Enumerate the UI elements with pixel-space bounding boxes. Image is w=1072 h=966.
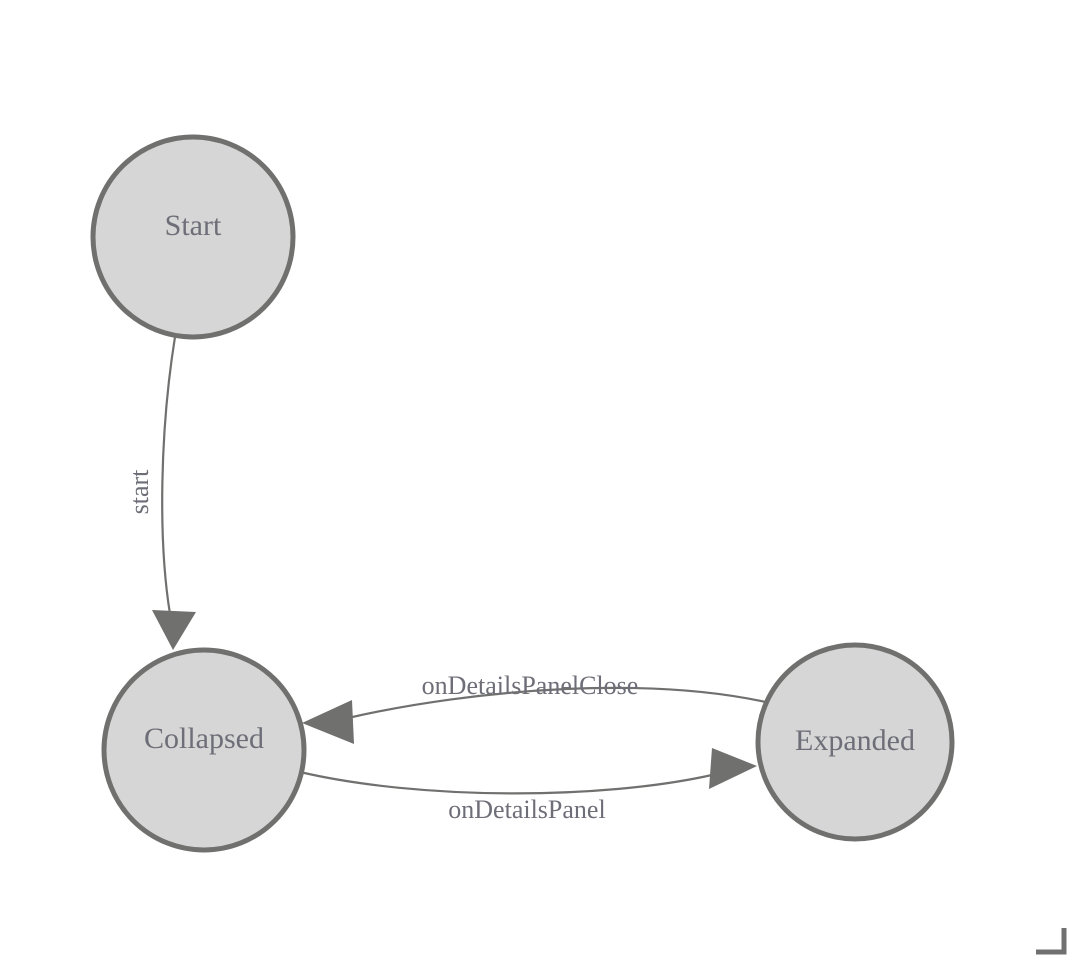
edge-label-start: start	[125, 469, 154, 515]
node-expanded[interactable]: Expanded	[755, 642, 955, 842]
edge-label-on-details-panel-close: onDetailsPanelClose	[422, 671, 639, 700]
edge-expanded-to-collapsed-arrowhead	[302, 700, 354, 744]
node-expanded-circle	[755, 642, 955, 842]
edge-label-on-details-panel: onDetailsPanel	[448, 795, 605, 824]
node-collapsed-label: Collapsed	[144, 722, 264, 755]
edge-start-to-collapsed-arrowhead	[152, 610, 196, 650]
node-start-circle	[90, 134, 296, 340]
node-collapsed-circle	[101, 647, 307, 853]
node-start-label: Start	[165, 209, 222, 242]
resize-corner-bracket-icon[interactable]	[1036, 928, 1067, 955]
edge-collapsed-to-expanded-path	[299, 770, 713, 795]
edge-collapsed-to-expanded[interactable]: onDetailsPanel	[299, 748, 757, 824]
edge-collapsed-to-expanded-arrowhead	[709, 748, 757, 789]
edge-expanded-to-collapsed[interactable]: onDetailsPanelClose	[302, 671, 791, 744]
node-start[interactable]: Start	[90, 134, 296, 340]
edge-expanded-to-collapsed-path	[347, 686, 791, 720]
edge-start-to-collapsed-path	[161, 336, 177, 615]
edge-start-to-collapsed[interactable]: start	[125, 336, 196, 650]
node-expanded-label: Expanded	[795, 724, 915, 757]
node-collapsed[interactable]: Collapsed	[101, 647, 307, 853]
